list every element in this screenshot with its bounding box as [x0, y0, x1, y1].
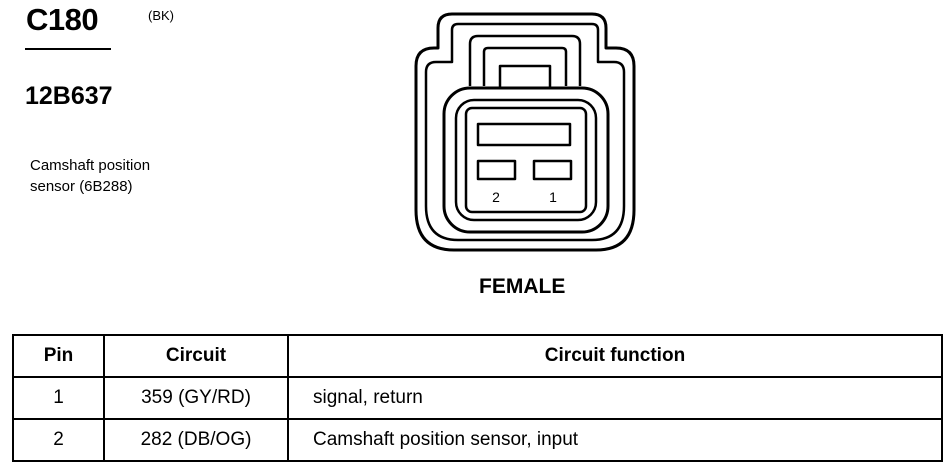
terminal-face — [464, 106, 588, 214]
connector-inner-shell — [424, 22, 626, 242]
pinout-table: Pin Circuit Circuit function 1 359 (GY/R… — [12, 334, 943, 462]
connector-id-underline — [25, 48, 111, 50]
cell-pin: 2 — [12, 418, 105, 462]
header-circuit: Circuit — [103, 334, 289, 378]
header-circuit-function: Circuit function — [287, 334, 943, 378]
key-slot — [476, 122, 572, 147]
cell-circuit: 282 (DB/OG) — [103, 418, 289, 462]
table-row: 2 282 (DB/OG) Camshaft position sensor, … — [12, 418, 943, 462]
connector-outer-shell — [414, 12, 636, 252]
description-line-2: sensor (6B288) — [30, 178, 133, 195]
cell-circuit-function: signal, return — [287, 376, 943, 420]
terminal-housing-inner — [454, 98, 598, 222]
cell-pin: 1 — [12, 376, 105, 420]
part-number: 12B637 — [25, 82, 113, 110]
pin-label-2: 2 — [492, 189, 500, 205]
lock-tab-outer — [468, 34, 582, 86]
table-header-row: Pin Circuit Circuit function — [12, 334, 943, 378]
connector-id: C180 — [26, 2, 99, 37]
lock-tab-inner — [482, 46, 568, 86]
pin-cavity-2 — [476, 159, 517, 181]
connector-description: Camshaft position sensor (6B288) — [30, 155, 150, 197]
connector-color-code: (BK) — [148, 8, 174, 23]
cell-circuit: 359 (GY/RD) — [103, 376, 289, 420]
cell-circuit-function: Camshaft position sensor, input — [287, 418, 943, 462]
connector-face-diagram: 2 1 — [414, 12, 636, 252]
pin-cavity-1 — [532, 159, 573, 181]
description-line-1: Camshaft position — [30, 157, 151, 174]
table-row: 1 359 (GY/RD) signal, return — [12, 376, 943, 420]
header-pin: Pin — [12, 334, 105, 378]
connector-gender-label: FEMALE — [479, 275, 566, 298]
pin-label-1: 1 — [549, 189, 557, 205]
